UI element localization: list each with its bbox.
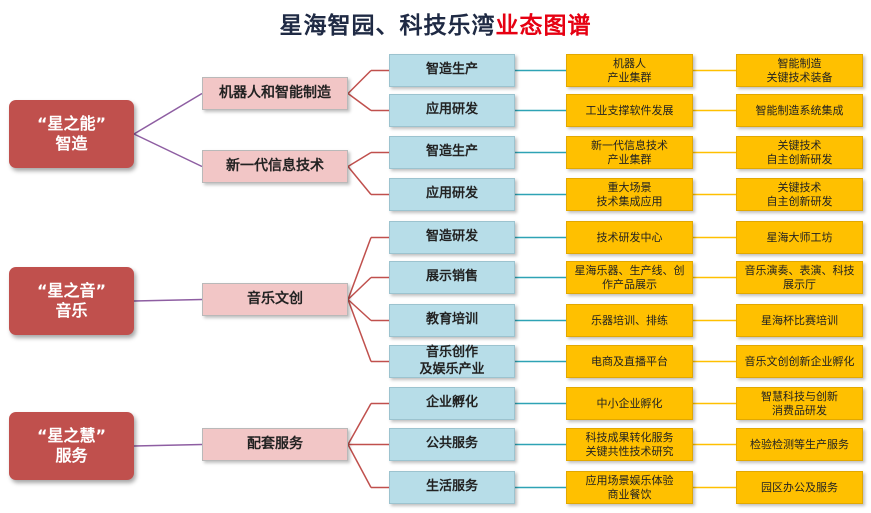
connector-line (133, 298, 203, 302)
connector-line (133, 92, 203, 135)
category-box: 智造生产 (389, 54, 515, 87)
item-box: 智慧科技与创新 消费品研发 (736, 387, 863, 420)
root-star-sound: “星之音” 音乐 (9, 267, 134, 335)
item-box: 应用场景娱乐体验 商业餐饮 (566, 471, 693, 504)
node-music-culture: 音乐文创 (202, 283, 348, 316)
item-box: 星海杯比赛培训 (736, 304, 863, 337)
item-box: 中小企业孵化 (566, 387, 693, 420)
category-box: 应用研发 (389, 178, 515, 211)
connector-line (133, 443, 203, 447)
category-box: 生活服务 (389, 471, 515, 504)
connector-line (347, 92, 372, 112)
item-box: 星海乐器、生产线、创 作产品展示 (566, 261, 693, 294)
item-box: 检验检测等生产服务 (736, 428, 863, 461)
connector-line (347, 403, 372, 445)
item-box: 音乐演奏、表演、科技 展示厅 (736, 261, 863, 294)
connector-line (347, 151, 372, 168)
item-box: 音乐文创创新企业孵化 (736, 345, 863, 378)
item-box: 科技成果转化服务 关键共性技术研究 (566, 428, 693, 461)
item-box: 关键技术 自主创新研发 (736, 178, 863, 211)
category-box: 教育培训 (389, 304, 515, 337)
connector-line (347, 166, 372, 195)
title-main: 星海智园、科技乐湾 (279, 13, 496, 39)
item-box: 机器人 产业集群 (566, 54, 693, 87)
category-box: 企业孵化 (389, 387, 515, 420)
category-box: 智造研发 (389, 221, 515, 254)
item-box: 智能制造系统集成 (736, 94, 863, 127)
category-box: 展示销售 (389, 261, 515, 294)
connector-line (347, 444, 372, 488)
item-box: 新一代信息技术 产业集群 (566, 136, 693, 169)
item-box: 技术研发中心 (566, 221, 693, 254)
connector-line (347, 69, 372, 95)
connector-line (347, 276, 372, 301)
connector-line (347, 298, 372, 322)
item-box: 电商及直播平台 (566, 345, 693, 378)
category-box: 公共服务 (389, 428, 515, 461)
node-new-gen-it: 新一代信息技术 (202, 150, 348, 183)
node-supporting-services: 配套服务 (202, 428, 348, 461)
node-robotics-smart-manufacturing: 机器人和智能制造 (202, 77, 348, 110)
title-highlight: 业态图谱 (495, 13, 592, 39)
item-box: 星海大师工坊 (736, 221, 863, 254)
connector-line (133, 133, 203, 168)
item-box: 工业支撑软件发展 (566, 94, 693, 127)
item-box: 关键技术 自主创新研发 (736, 136, 863, 169)
category-box: 应用研发 (389, 94, 515, 127)
root-star-wisdom: “星之慧” 服务 (9, 412, 134, 480)
item-box: 乐器培训、排练 (566, 304, 693, 337)
page-title: 星海智园、科技乐湾业态图谱 (0, 6, 871, 40)
item-box: 园区办公及服务 (736, 471, 863, 504)
item-box: 重大场景 技术集成应用 (566, 178, 693, 211)
connector-line (347, 299, 372, 362)
category-box: 智造生产 (389, 136, 515, 169)
root-star-energy: “星之能” 智造 (9, 100, 134, 168)
connector-line (347, 237, 372, 300)
item-box: 智能制造 关键技术装备 (736, 54, 863, 87)
category-box: 音乐创作 及娱乐产业 (389, 345, 515, 378)
